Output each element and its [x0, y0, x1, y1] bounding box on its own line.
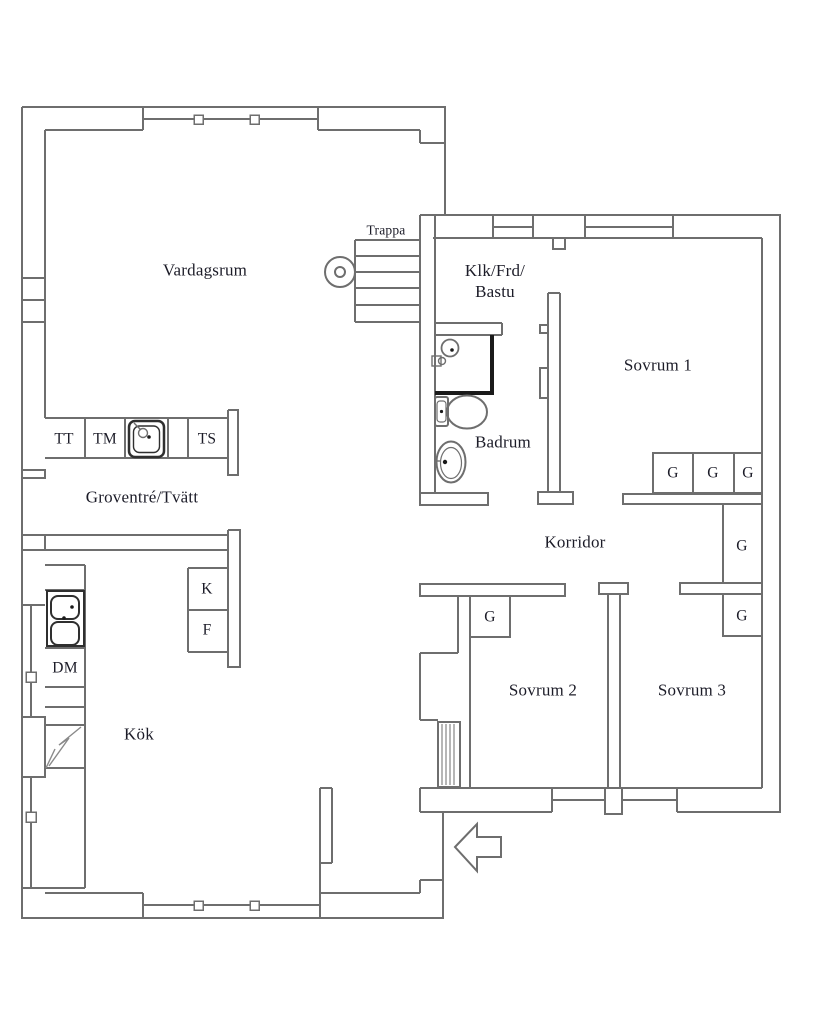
radiator-icon [437, 721, 461, 788]
appliance-label-k: K [201, 580, 213, 598]
interior-walls [21, 107, 780, 918]
room-label-sovrum1: Sovrum 1 [623, 355, 693, 375]
shower-icon [431, 334, 494, 395]
room-label-klk-line1: Klk/Frd/ [464, 260, 526, 280]
stove-icon [45, 726, 82, 769]
room-label-kok: Kök [124, 724, 154, 744]
closet-label: G [707, 464, 719, 482]
kitchen-sink-icon [46, 590, 85, 647]
room-label-groventre-tvatt: Groventré/Tvätt [85, 487, 199, 507]
appliance-label-ts: TS [197, 430, 217, 448]
room-label-trappa: Trappa [366, 222, 406, 238]
toilet-icon [434, 394, 488, 430]
laundry-sink-icon [127, 419, 166, 459]
appliance-label-dm: DM [52, 659, 78, 677]
room-label-sovrum3: Sovrum 3 [657, 680, 727, 700]
closet-label: G [742, 464, 754, 482]
appliance-label-tm: TM [93, 430, 117, 448]
closet-label: G [484, 608, 496, 626]
room-label-vardagsrum: Vardagsrum [162, 260, 248, 280]
room-label-badrum: Badrum [475, 432, 531, 452]
window-markers [25, 114, 260, 911]
closet-label: G [736, 537, 748, 555]
room-label-klk-line2: Bastu [475, 282, 515, 301]
room-label-sovrum2: Sovrum 2 [508, 680, 578, 700]
closet-label: G [736, 607, 748, 625]
room-label-klk-frd-bastu: Klk/Frd/ Bastu [465, 260, 525, 303]
spiral-stair-icon [324, 256, 356, 288]
entrance-arrow-icon [453, 821, 502, 874]
closet-label: G [667, 464, 679, 482]
appliance-label-tt: TT [54, 430, 74, 448]
appliance-label-f: F [202, 621, 212, 639]
bathroom-sink-icon [435, 440, 467, 484]
room-label-korridor: Korridor [544, 532, 606, 552]
